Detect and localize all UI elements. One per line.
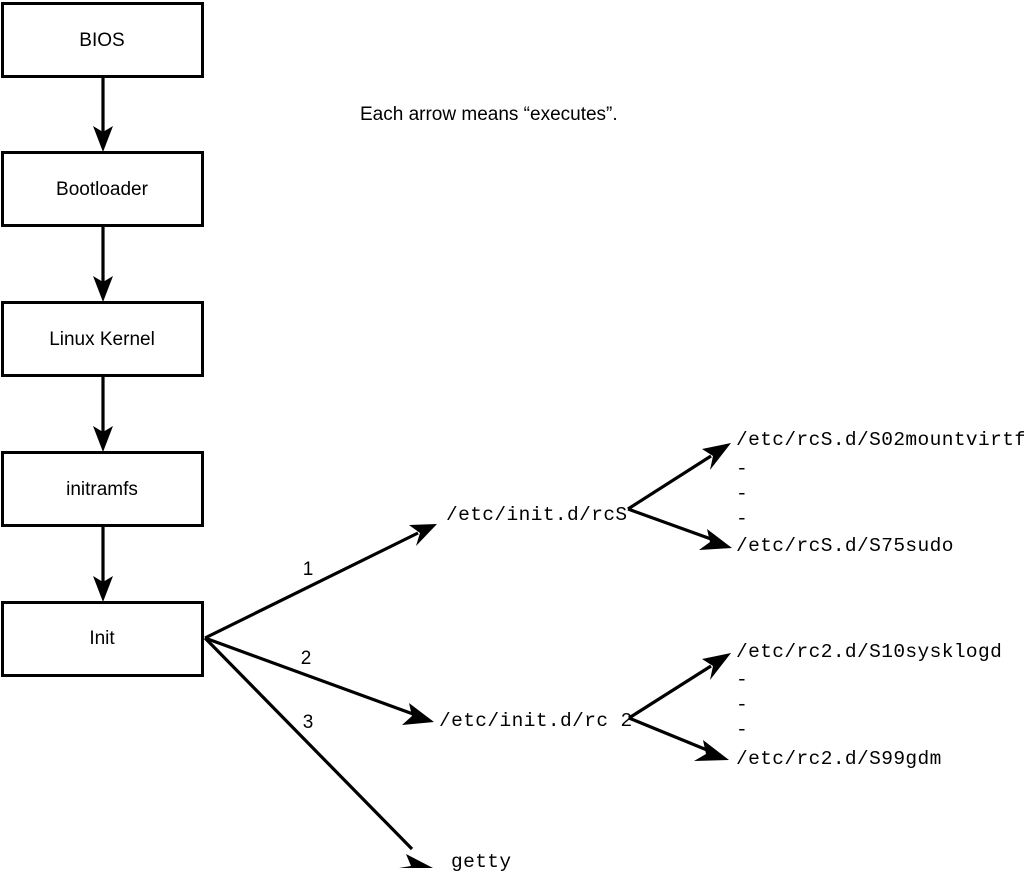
arrowhead-rcS-first — [702, 443, 731, 470]
rcS-child-first-label: /etc/rcS.d/S02mountvirtfs — [736, 429, 1024, 451]
diagram-caption: Each arrow means “executes”. — [360, 104, 618, 125]
arrowhead-branch-2 — [402, 703, 434, 725]
rcS-ellipsis-dash-1: - — [736, 458, 748, 480]
bootloader-label: Bootloader — [56, 179, 149, 200]
node-linux-kernel[interactable]: Linux Kernel — [1, 301, 204, 377]
linux-kernel-label: Linux Kernel — [49, 329, 155, 350]
arrow-rcS-to-first-script — [627, 443, 731, 511]
branch-number-1: 1 — [303, 559, 314, 580]
rcS-child-last-label: /etc/rcS.d/S75sudo — [736, 535, 954, 557]
arrow-init-branch-1 — [204, 524, 437, 640]
arrowhead-rc2-last — [694, 740, 729, 761]
arrow-kernel-to-initramfs — [93, 376, 113, 452]
arrowhead-bootloader-kernel — [93, 276, 113, 302]
rc2-ellipsis-dash-2: - — [736, 694, 748, 716]
arrow-rc2-to-first-script — [628, 653, 731, 720]
target-label-rc2: /etc/init.d/rc 2 — [439, 710, 633, 732]
node-bootloader[interactable]: Bootloader — [1, 151, 204, 227]
initramfs-box[interactable] — [1, 451, 204, 527]
arrow-rcS-to-last-script — [627, 507, 732, 550]
init-box[interactable] — [1, 601, 204, 677]
arrow-init-branch-2 — [204, 636, 434, 725]
target-label-getty: getty — [451, 851, 512, 873]
arrow-init-branch-3 — [203, 636, 433, 868]
arrowhead-bios-bootloader — [93, 126, 113, 152]
arrowhead-initramfs-init — [93, 576, 113, 602]
rc2-ellipsis-dash-3: - — [736, 719, 748, 741]
arrow-bootloader-to-kernel — [93, 226, 113, 302]
branch-number-2: 2 — [301, 648, 312, 669]
arrow-rc2-to-last-script — [628, 716, 729, 761]
rcS-ellipsis-dash-3: - — [736, 508, 748, 530]
arrowhead-branch-3 — [399, 854, 433, 868]
bios-box[interactable] — [1, 2, 204, 78]
branch-number-3: 3 — [303, 712, 314, 733]
rc2-ellipsis-dash-1: - — [736, 669, 748, 691]
arrow-initramfs-to-init — [93, 526, 113, 602]
initramfs-label: initramfs — [66, 479, 138, 500]
node-initramfs[interactable]: initramfs — [1, 451, 204, 527]
rc2-child-first-label: /etc/rc2.d/S10sysklogd — [736, 641, 1002, 663]
init-label: Init — [89, 628, 115, 649]
rcS-ellipsis-dash-2: - — [736, 483, 748, 505]
arrowhead-rc2-first — [702, 653, 731, 680]
linux-kernel-box[interactable] — [1, 301, 204, 377]
arrowhead-branch-1 — [409, 524, 437, 546]
node-bios[interactable]: BIOS — [1, 2, 204, 78]
arrowhead-kernel-initramfs — [93, 426, 113, 452]
arrowhead-rcS-last — [699, 529, 732, 550]
arrow-bios-to-bootloader — [93, 76, 113, 152]
bootloader-box[interactable] — [1, 151, 204, 227]
target-label-rcS: /etc/init.d/rcS — [446, 504, 628, 526]
bios-label: BIOS — [79, 30, 124, 51]
rc2-child-last-label: /etc/rc2.d/S99gdm — [736, 748, 942, 770]
node-init[interactable]: Init — [1, 601, 204, 677]
